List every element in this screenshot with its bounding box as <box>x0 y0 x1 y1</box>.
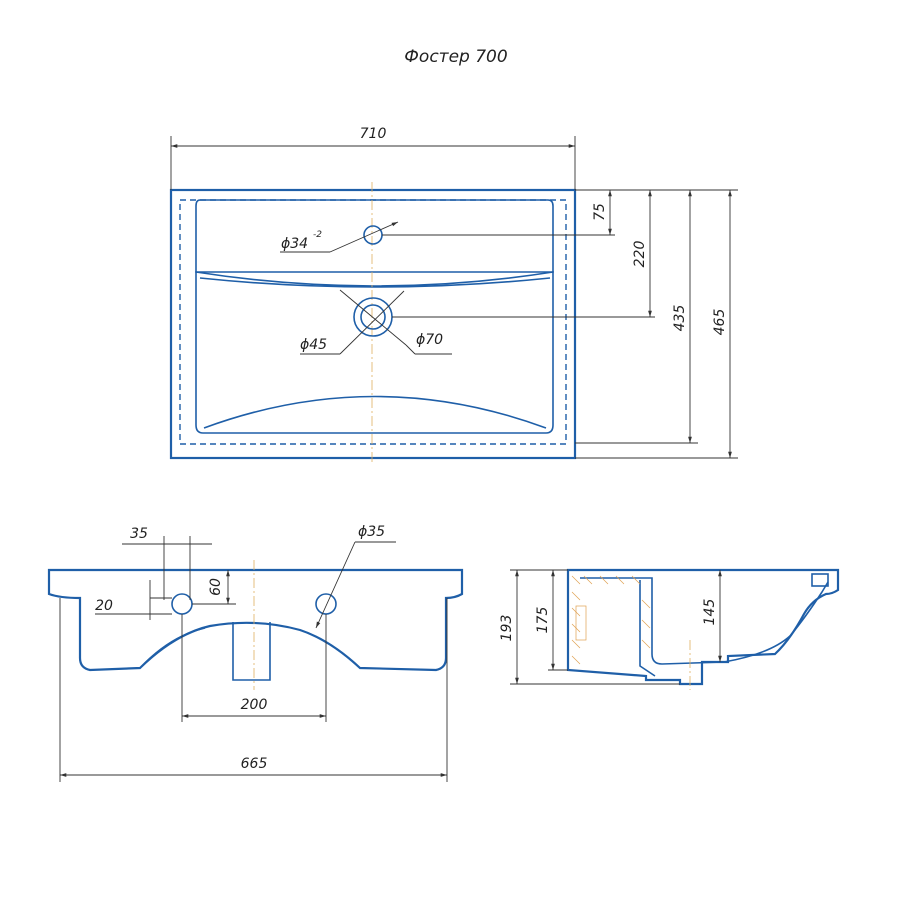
dim-175-label: 175 <box>535 607 551 634</box>
side-inner-wall <box>639 580 656 677</box>
side-overflow-channel <box>811 573 829 587</box>
front-drain-neck <box>232 622 271 681</box>
dim-220-label: 220 <box>632 241 648 268</box>
dim-435-label: 435 <box>672 305 688 332</box>
drain-outer-label: ϕ70 <box>416 332 443 348</box>
front-inner-right <box>299 629 361 669</box>
side-hatch-block <box>575 605 587 641</box>
tap-hole <box>363 225 383 245</box>
tap-hole-tolerance: -2 <box>313 230 322 240</box>
width-label: 710 <box>360 126 387 142</box>
top-view: ϕ34 -2 ϕ45 ϕ70 710 75 220 435 465 <box>169 126 738 464</box>
overflow-leader <box>315 541 356 629</box>
side-hatching <box>571 575 651 665</box>
top-bowl-front-curve <box>203 395 547 429</box>
top-bowl-edge <box>199 277 551 288</box>
dim-145-label: 145 <box>702 599 718 626</box>
dim-35-label: 35 <box>130 526 148 542</box>
drain-inner-label: ϕ45 <box>300 337 327 353</box>
top-deck <box>195 199 554 273</box>
dim-193-label: 193 <box>499 615 515 642</box>
side-bowl-surface <box>580 577 829 665</box>
drain-inner-circle <box>360 304 386 330</box>
dim-60-label: 60 <box>208 578 224 596</box>
overflow-diameter-label: ϕ35 <box>358 524 385 540</box>
drawing-title: Фостер 700 <box>404 47 507 67</box>
dim-200-label: 200 <box>241 697 268 713</box>
drain-cross-1 <box>339 289 407 346</box>
overflow-hole-right <box>315 593 337 615</box>
overflow-hole-left <box>171 593 193 615</box>
tap-hole-leader <box>329 221 399 253</box>
dim-20-label: 20 <box>95 598 113 614</box>
front-view: 35 60 20 ϕ35 200 665 <box>47 524 464 782</box>
drain-cross-2 <box>339 290 405 355</box>
top-bowl <box>195 271 554 434</box>
drain-leader-right-a <box>405 344 416 355</box>
dim-465-label: 465 <box>712 309 728 336</box>
top-outer-rim <box>169 188 577 460</box>
tap-hole-label: ϕ34 <box>281 236 308 252</box>
side-section: 193 175 145 <box>499 568 840 690</box>
front-outline <box>47 568 464 672</box>
dim-75-label: 75 <box>592 203 608 221</box>
dim-665-label: 665 <box>241 756 268 772</box>
front-inner-left <box>139 627 206 669</box>
